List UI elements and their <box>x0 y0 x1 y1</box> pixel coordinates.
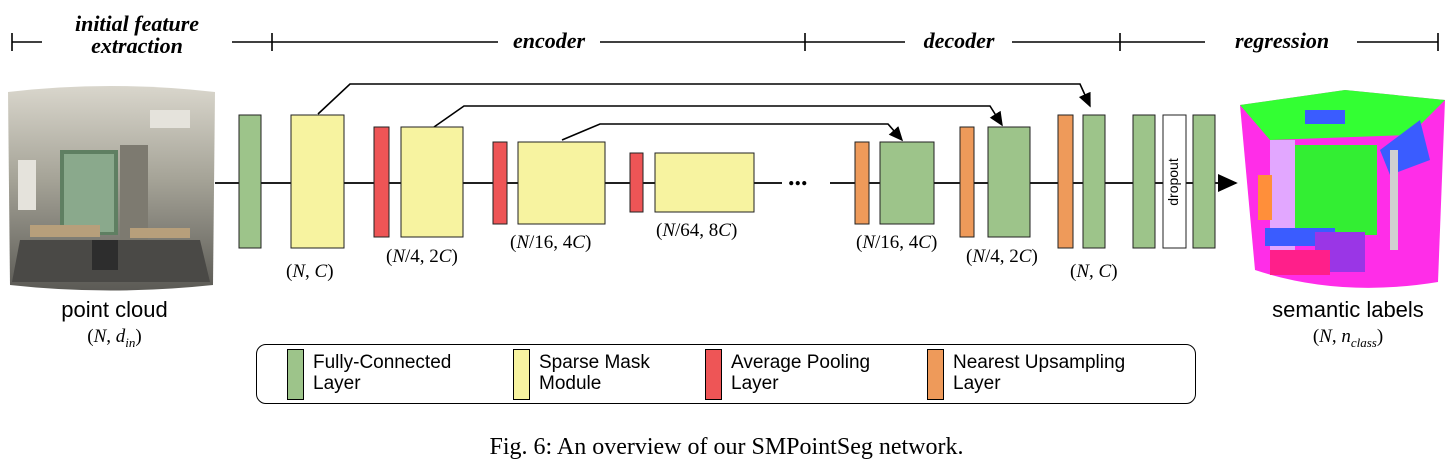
stage-label-regression: regression <box>1208 30 1356 52</box>
stage-rule <box>11 33 1439 51</box>
figure-caption: Fig. 6: An overview of our SMPointSeg ne… <box>489 434 964 460</box>
fc-layer-decoder-1 <box>879 141 935 225</box>
nearest-upsampling-layer-3 <box>1057 114 1074 249</box>
fc-layer-decoder-2 <box>987 126 1031 238</box>
skip-connection-2 <box>433 105 1003 128</box>
sparse-mask-module-1 <box>290 114 345 249</box>
nearest-upsampling-layer-2 <box>959 126 975 238</box>
avg-pooling-layer-3 <box>629 152 644 213</box>
ellipsis: ... <box>788 162 808 191</box>
output-shape: (N, nclass) <box>1312 326 1384 350</box>
input-shape: (N, din) <box>87 326 142 350</box>
avg-pooling-layer-2 <box>492 141 508 225</box>
sparse-mask-module-4 <box>654 152 755 213</box>
dim-label-6: (N/4, 2C) <box>966 246 1038 267</box>
legend-swatch-up <box>927 349 944 400</box>
skip-connections <box>317 83 1091 142</box>
dropout-label: dropout <box>1165 158 1181 206</box>
stage-label-decoder: decoder <box>908 30 1010 52</box>
layer-blocks <box>238 114 1216 249</box>
fc-layer-regression-2 <box>1192 114 1216 249</box>
fc-layer-decoder-3 <box>1082 114 1106 249</box>
dim-label-4: (N/64, 8C) <box>656 220 738 241</box>
fc-layer-initial <box>238 114 262 249</box>
dropout-block <box>1162 114 1187 249</box>
output-title: semantic labels <box>1272 297 1424 322</box>
stage-label-encoder: encoder <box>500 30 598 52</box>
dim-label-3: (N/16, 4C) <box>510 232 592 253</box>
dim-label-1: (N, C) <box>286 261 334 282</box>
legend-swatch-smm <box>513 349 530 400</box>
dim-label-5: (N/16, 4C) <box>856 232 938 253</box>
stage-label-initial-feature-extraction: initial feature extraction <box>46 13 228 57</box>
legend-swatch-pool <box>705 349 722 400</box>
legend-swatch-fc <box>287 349 304 400</box>
skip-connection-3 <box>561 123 904 142</box>
output-semantic-labels-image <box>1240 90 1445 288</box>
avg-pooling-layer-1 <box>373 126 390 238</box>
dim-label-2: (N/4, 2C) <box>386 246 458 267</box>
sparse-mask-module-3 <box>517 141 606 225</box>
skip-connection-1 <box>317 83 1091 115</box>
input-point-cloud-image <box>8 86 215 291</box>
nearest-upsampling-layer-1 <box>854 141 870 225</box>
input-title: point cloud <box>61 297 168 322</box>
sparse-mask-module-2 <box>400 126 464 238</box>
fc-layer-regression-1 <box>1132 114 1156 249</box>
dim-label-7: (N, C) <box>1070 261 1118 282</box>
